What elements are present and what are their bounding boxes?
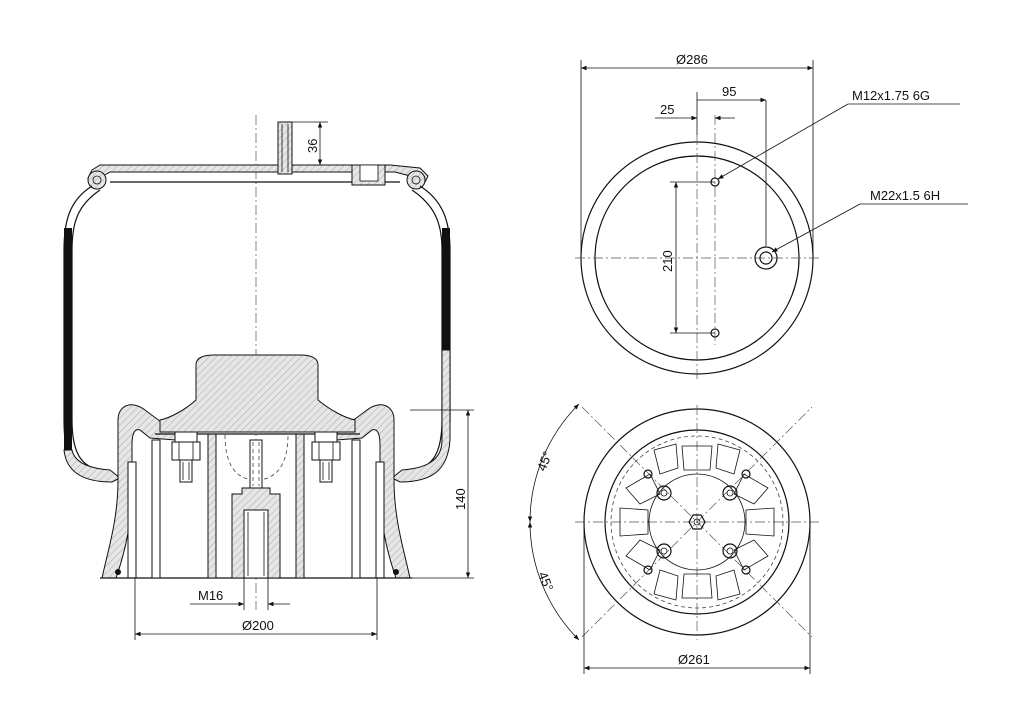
bolt-left — [171, 431, 201, 483]
air-port-hole — [754, 246, 778, 270]
bead-right — [406, 170, 426, 190]
m12-label: M12x1.75 6G — [852, 88, 930, 103]
dim-261-label: Ø261 — [678, 652, 710, 667]
piston-ribs — [619, 443, 775, 601]
angle-top-label: 45° — [534, 449, 555, 473]
dim-top-plate-diameter: Ø286 — [580, 52, 814, 258]
dim-200-label: Ø200 — [242, 618, 274, 633]
callout-small-thread: M12x1.75 6G — [717, 88, 960, 180]
top-view: Ø286 95 25 210 M12x1.75 6G — [575, 52, 968, 380]
dim-95-label: 95 — [722, 84, 736, 99]
bellows-left-rubber — [64, 228, 72, 450]
dim-stud-thread: M16 — [190, 578, 290, 610]
bellows-right-rubber — [442, 228, 450, 350]
dim-210-label: 210 — [660, 250, 675, 272]
stud-shaft — [249, 439, 263, 489]
mounting-holes — [643, 469, 751, 575]
dim-bolt-height: 36 — [292, 121, 328, 166]
bolt-right — [311, 431, 341, 483]
dim-36-label: 36 — [305, 139, 320, 153]
bump-stop-hidden — [224, 434, 289, 481]
angle-bottom-label: 45° — [535, 570, 556, 594]
dim-25-label: 25 — [660, 102, 674, 117]
angle-dimension-bottom: 45° — [527, 521, 580, 641]
dim-offset-25: 25 — [655, 102, 735, 121]
bead-left — [87, 170, 107, 190]
dim-piston-diameter: Ø200 — [134, 578, 378, 640]
callout-large-thread: M22x1.5 6H — [771, 188, 968, 253]
dim-286-label: Ø286 — [676, 52, 708, 67]
top-bolt — [277, 121, 293, 175]
dim-base-diameter: Ø261 — [583, 522, 811, 674]
dim-offset-95: 95 — [696, 84, 766, 135]
dim-140-label: 140 — [453, 488, 468, 510]
m22-label: M22x1.5 6H — [870, 188, 940, 203]
dim-hole-spacing: 210 — [660, 181, 715, 334]
center-hex-nut — [688, 514, 706, 530]
angle-dimension-top: 45° — [527, 403, 580, 523]
dim-piston-height: 140 — [410, 409, 474, 579]
bottom-view: 45° 45° Ø261 — [527, 403, 820, 674]
section-view: 36 140 M16 Ø200 — [63, 115, 474, 640]
bump-stop — [159, 354, 356, 433]
inner-wall-left — [207, 433, 217, 579]
inner-wall-right — [295, 433, 305, 579]
dim-m16-label: M16 — [198, 588, 223, 603]
